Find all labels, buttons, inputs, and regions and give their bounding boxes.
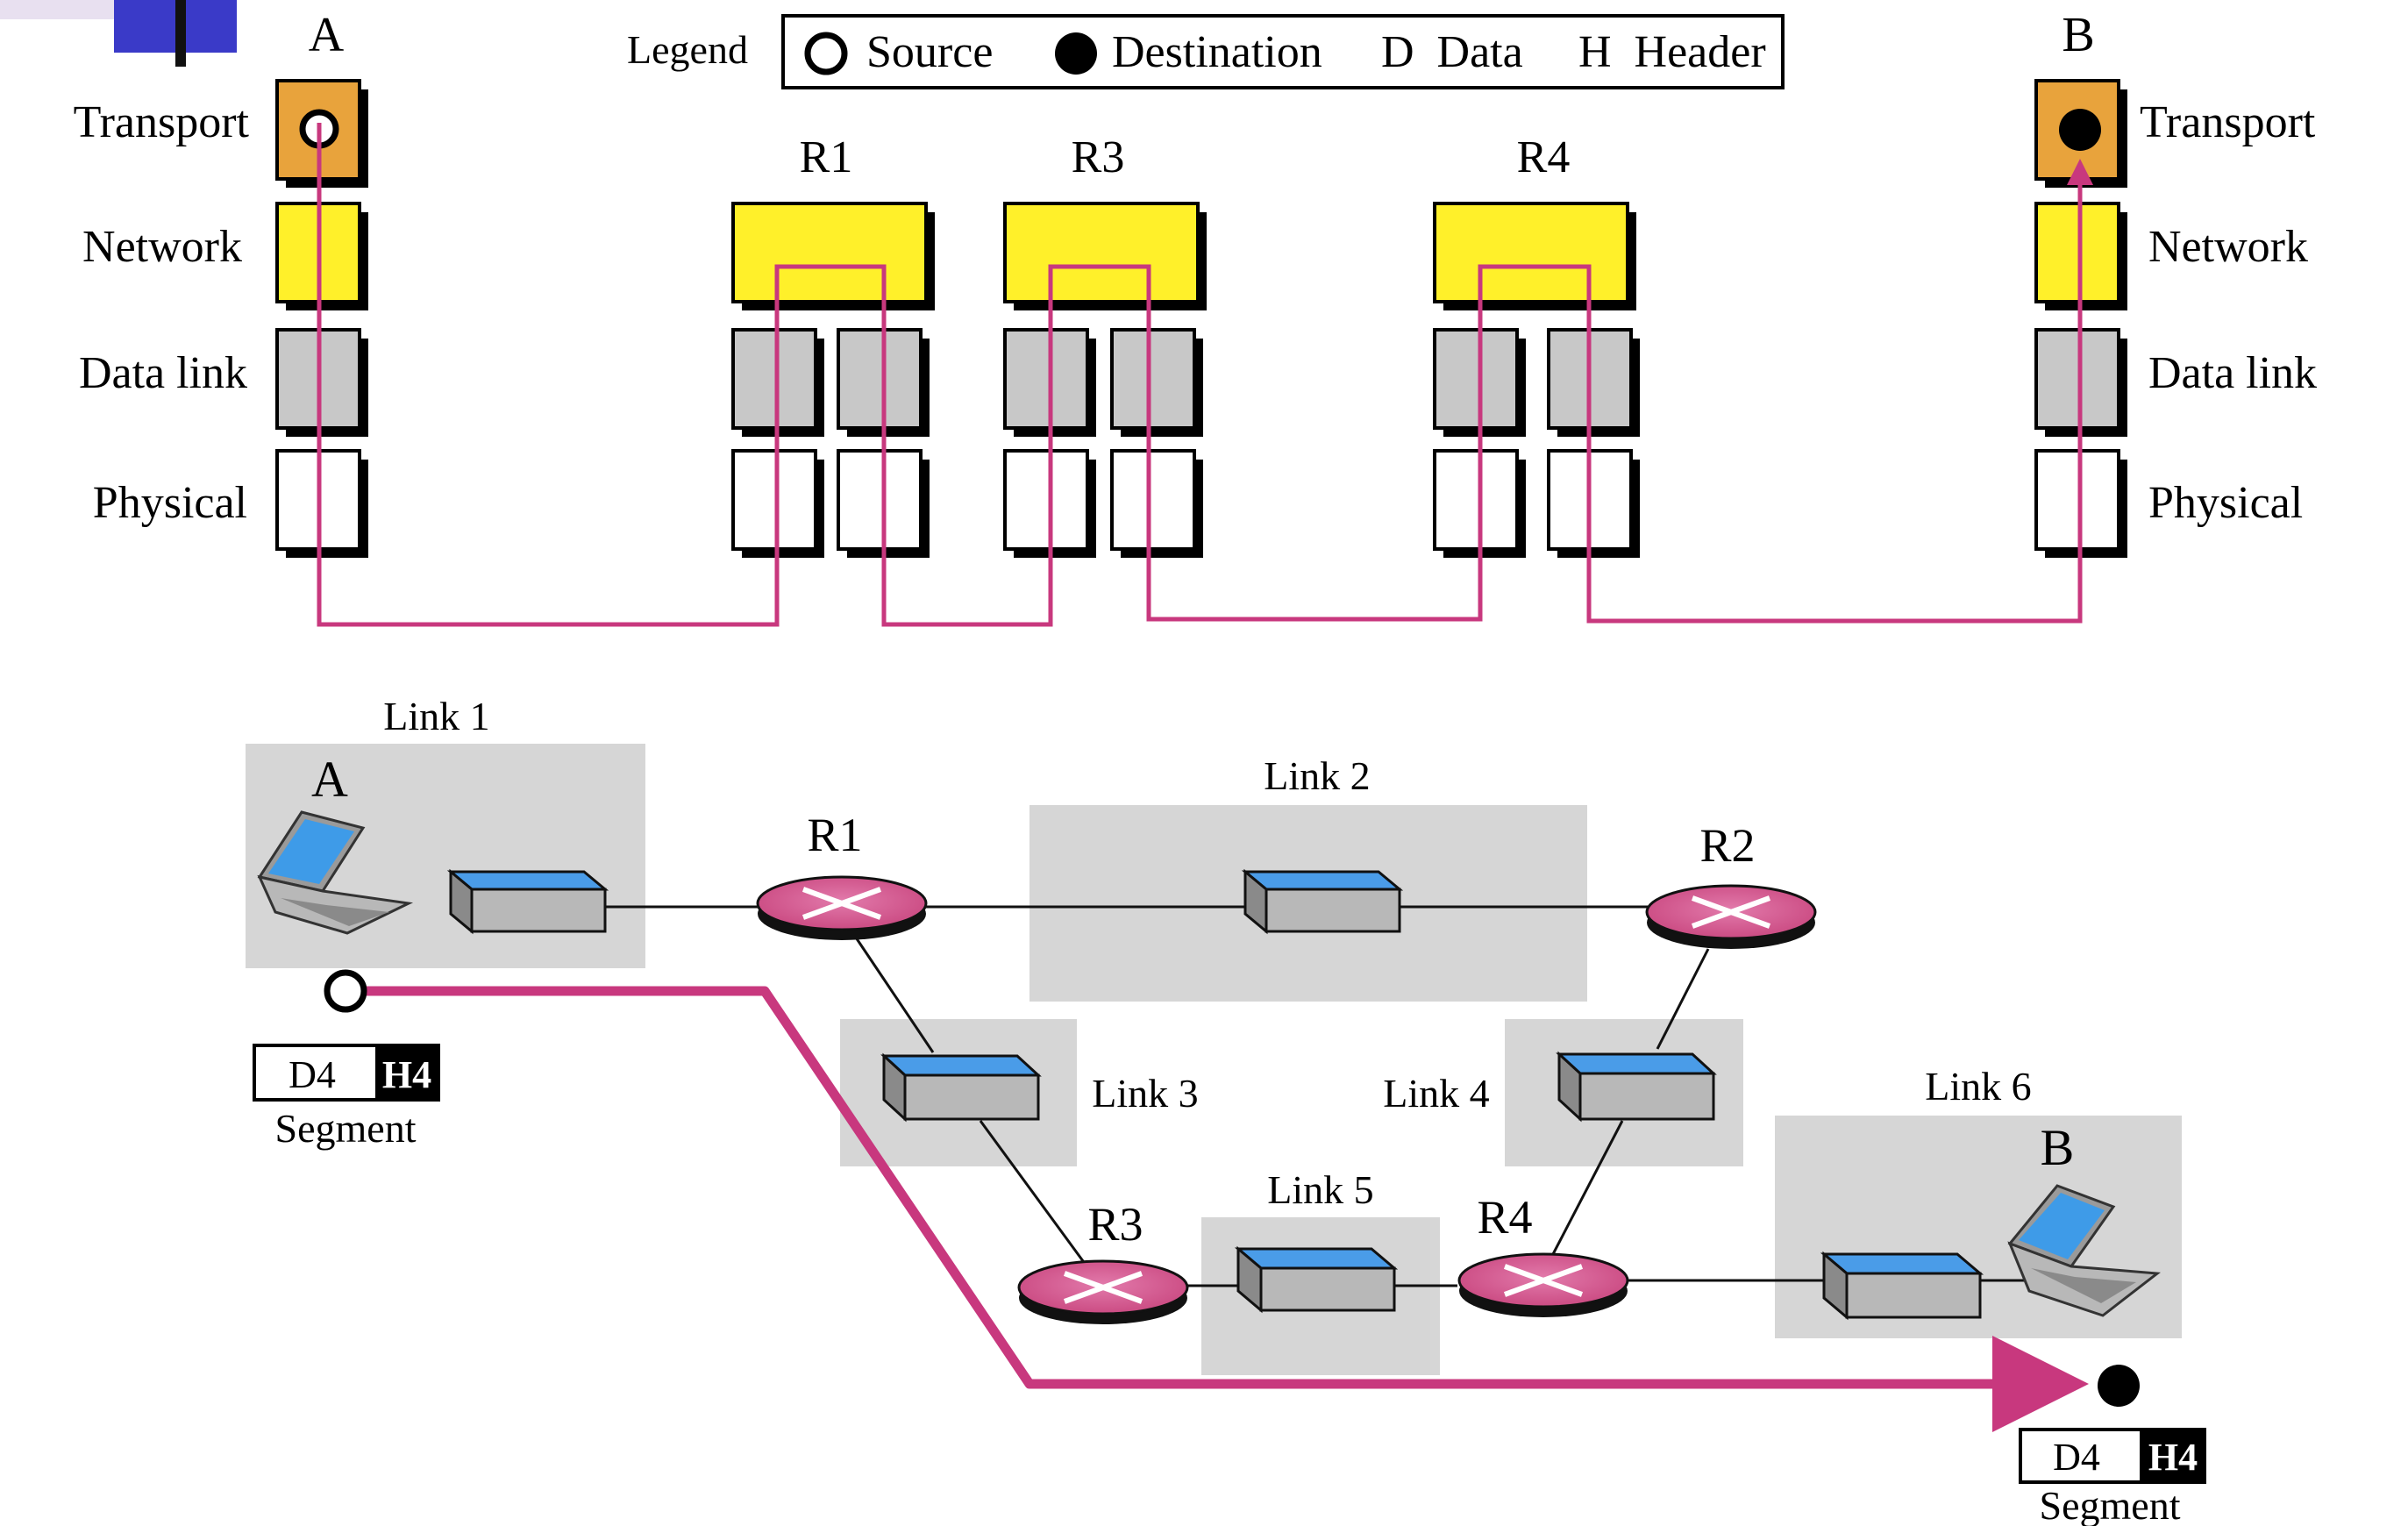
segment-a-header: H4 <box>382 1053 431 1096</box>
layer-label-physical-a: Physical <box>93 478 247 528</box>
legend-title: Legend <box>627 27 748 72</box>
link6-label: Link 6 <box>1925 1064 2031 1109</box>
stack-router-r1: R1 <box>731 132 935 558</box>
segment-b: D4 H4 Segment <box>2019 1428 2206 1526</box>
link1-label: Link 1 <box>383 694 489 738</box>
layer-label-network-b: Network <box>2148 222 2308 272</box>
layer-label-network-a: Network <box>82 222 242 272</box>
network-host-a-label: A <box>311 751 348 808</box>
source-icon <box>804 32 848 75</box>
network-destination-icon <box>2098 1365 2140 1407</box>
segment-a-label: Segment <box>275 1106 417 1151</box>
stack-host-a: A Transport Network Data link Physical <box>74 8 368 558</box>
segment-a-data: D4 <box>289 1053 336 1096</box>
layer-label-datalink-a: Data link <box>79 348 247 398</box>
segment-b-label: Segment <box>2040 1483 2181 1526</box>
stack-host-a-label: A <box>309 8 345 62</box>
segment-b-header: H4 <box>2148 1436 2198 1479</box>
laptop-a-icon <box>257 810 414 935</box>
router-r1-icon <box>756 875 928 940</box>
legend-source: Source <box>866 27 993 77</box>
layer-network-b <box>2034 202 2120 303</box>
stack-router-r3-label: R3 <box>1072 132 1125 182</box>
switch-link6-icon <box>1820 1251 1984 1321</box>
router-r4-label: R4 <box>1477 1191 1532 1244</box>
stack-router-r4-label: R4 <box>1517 132 1571 182</box>
destination-marker-icon <box>2059 109 2101 151</box>
router-r3-label: R3 <box>1087 1198 1143 1251</box>
switch-link2-icon <box>1241 868 1404 935</box>
corner-logo-icon <box>0 0 237 67</box>
router-r2-label: R2 <box>1699 819 1755 872</box>
switch-link4-icon <box>1556 1051 1717 1123</box>
destination-icon <box>1055 32 1097 75</box>
segment-b-data: D4 <box>2053 1436 2100 1479</box>
link5-label: Link 5 <box>1267 1167 1373 1212</box>
layer-label-datalink-b: Data link <box>2148 348 2317 398</box>
stack-host-b-label: B <box>2062 8 2094 62</box>
segment-a: D4 H4 Segment <box>253 1044 440 1151</box>
router-r2-icon <box>1645 884 1817 949</box>
link2-label: Link 2 <box>1264 753 1370 798</box>
legend-destination: Destination <box>1112 27 1322 77</box>
router-r4-icon <box>1457 1252 1629 1317</box>
laptop-b-icon <box>2007 1184 2161 1317</box>
stack-router-r1-label: R1 <box>800 132 853 182</box>
layer-datalink-b <box>2034 328 2120 430</box>
router-r1-label: R1 <box>807 809 862 861</box>
stack-router-r4: R4 <box>1433 132 1640 558</box>
switch-link5-icon <box>1234 1245 1399 1314</box>
network-path-line <box>346 986 2089 1432</box>
legend-data: D Data <box>1381 27 1523 77</box>
link4-label: Link 4 <box>1383 1071 1489 1116</box>
layer-physical-b <box>2034 449 2120 551</box>
layer-label-transport-a: Transport <box>74 97 250 147</box>
network-source-icon <box>324 969 367 1013</box>
layer-label-transport-b: Transport <box>2140 97 2316 147</box>
legend: Legend Source Destination D Data H Heade… <box>627 14 1785 89</box>
switch-link3-icon <box>880 1052 1042 1123</box>
legend-header: H Header <box>1578 27 1766 77</box>
link3-label: Link 3 <box>1092 1071 1198 1116</box>
stack-path-line <box>317 123 2093 627</box>
network-host-b-label: B <box>2041 1119 2075 1176</box>
switch-link1-icon <box>446 868 609 935</box>
layer-label-physical-b: Physical <box>2148 478 2303 528</box>
stack-host-b: B Transport Network Data link Physical <box>2034 8 2317 558</box>
stack-router-r3: R3 <box>1003 132 1207 558</box>
router-r3-icon <box>1017 1259 1189 1324</box>
